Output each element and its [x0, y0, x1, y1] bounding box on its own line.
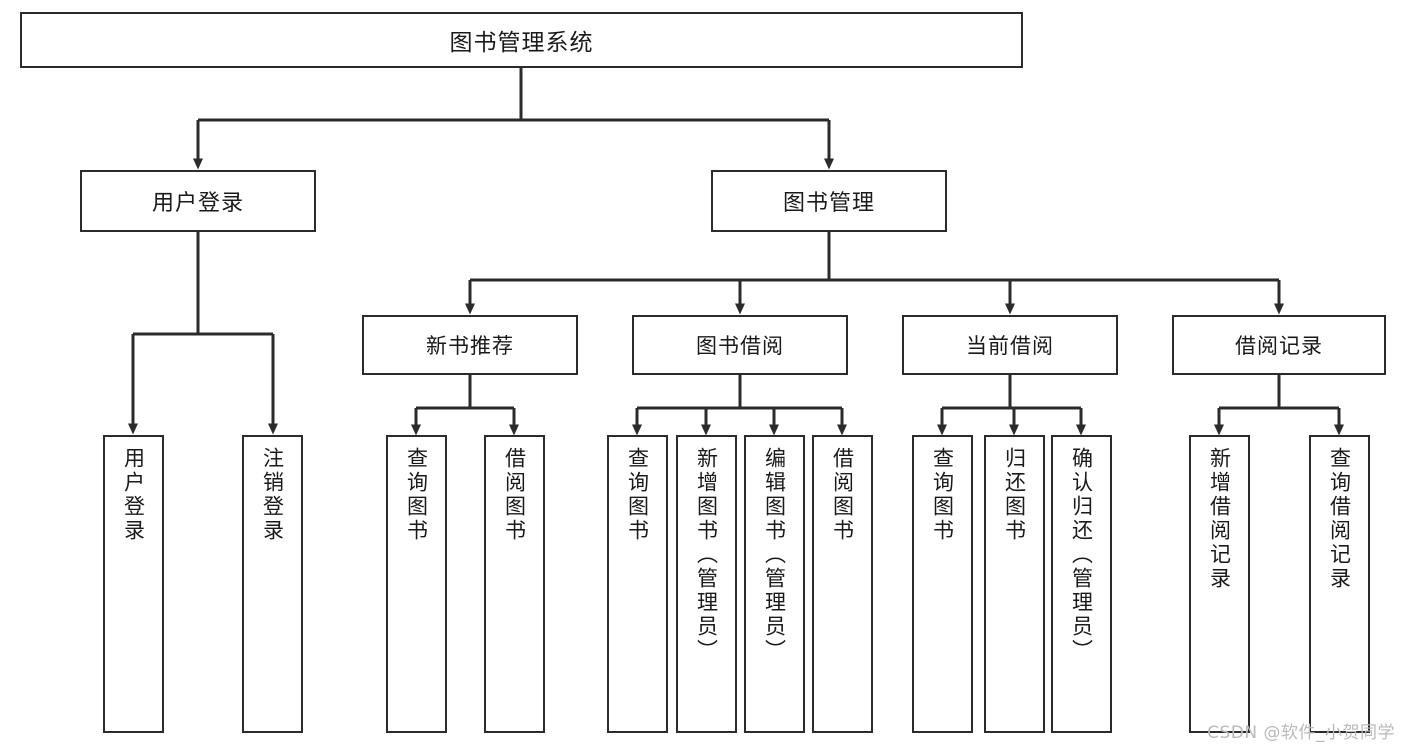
- node-leaf-user-login-label: 用户登录: [121, 447, 146, 543]
- node-leaf-borrow-book-1[interactable]: 借阅图书: [484, 435, 545, 733]
- node-leaf-return-book-label: 归还图书: [1002, 447, 1027, 543]
- node-root-label: 图书管理系统: [449, 30, 594, 56]
- node-leaf-query-book-1-label: 查询图书: [404, 447, 429, 543]
- node-book-manage[interactable]: 图书管理: [711, 170, 947, 232]
- node-leaf-query-record[interactable]: 查询借阅记录: [1309, 435, 1370, 733]
- node-leaf-query-record-label: 查询借阅记录: [1327, 447, 1352, 591]
- node-book-manage-label: 图书管理: [782, 191, 875, 216]
- node-new-book-recommend[interactable]: 新书推荐: [362, 315, 578, 375]
- node-leaf-edit-book[interactable]: 编辑图书（管理员）: [744, 435, 805, 733]
- node-new-book-recommend-label: 新书推荐: [426, 334, 514, 358]
- node-borrow-record[interactable]: 借阅记录: [1172, 315, 1386, 375]
- node-current-borrow[interactable]: 当前借阅: [902, 315, 1118, 375]
- node-leaf-logout-label: 注销登录: [260, 447, 285, 543]
- node-leaf-borrow-book-2-label: 借阅图书: [830, 447, 855, 543]
- node-leaf-borrow-book-2[interactable]: 借阅图书: [812, 435, 873, 733]
- node-leaf-confirm-return[interactable]: 确认归还（管理员）: [1051, 435, 1112, 733]
- node-root[interactable]: 图书管理系统: [20, 12, 1023, 68]
- node-leaf-confirm-return-label: 确认归还（管理员）: [1069, 447, 1094, 663]
- watermark: CSDN @软件_小贺同学: [1207, 723, 1395, 743]
- node-user-login[interactable]: 用户登录: [80, 170, 316, 232]
- node-leaf-query-book-3-label: 查询图书: [930, 447, 955, 543]
- node-book-borrow-label: 图书借阅: [696, 334, 784, 358]
- node-leaf-add-record-label: 新增借阅记录: [1207, 447, 1232, 591]
- node-leaf-query-book-1[interactable]: 查询图书: [386, 435, 447, 733]
- node-leaf-borrow-book-1-label: 借阅图书: [502, 447, 527, 543]
- node-leaf-query-book-3[interactable]: 查询图书: [912, 435, 973, 733]
- node-user-login-label: 用户登录: [151, 191, 244, 216]
- node-borrow-record-label: 借阅记录: [1235, 334, 1323, 358]
- node-leaf-add-book[interactable]: 新增图书（管理员）: [676, 435, 737, 733]
- node-current-borrow-label: 当前借阅: [966, 334, 1054, 358]
- node-leaf-query-book-2[interactable]: 查询图书: [607, 435, 668, 733]
- node-leaf-return-book[interactable]: 归还图书: [984, 435, 1045, 733]
- node-book-borrow[interactable]: 图书借阅: [632, 315, 848, 375]
- node-leaf-user-login[interactable]: 用户登录: [103, 435, 164, 733]
- node-leaf-add-record[interactable]: 新增借阅记录: [1189, 435, 1250, 733]
- node-leaf-edit-book-label: 编辑图书（管理员）: [762, 447, 787, 663]
- node-leaf-add-book-label: 新增图书（管理员）: [694, 447, 719, 663]
- node-leaf-logout[interactable]: 注销登录: [242, 435, 303, 733]
- node-leaf-query-book-2-label: 查询图书: [625, 447, 650, 543]
